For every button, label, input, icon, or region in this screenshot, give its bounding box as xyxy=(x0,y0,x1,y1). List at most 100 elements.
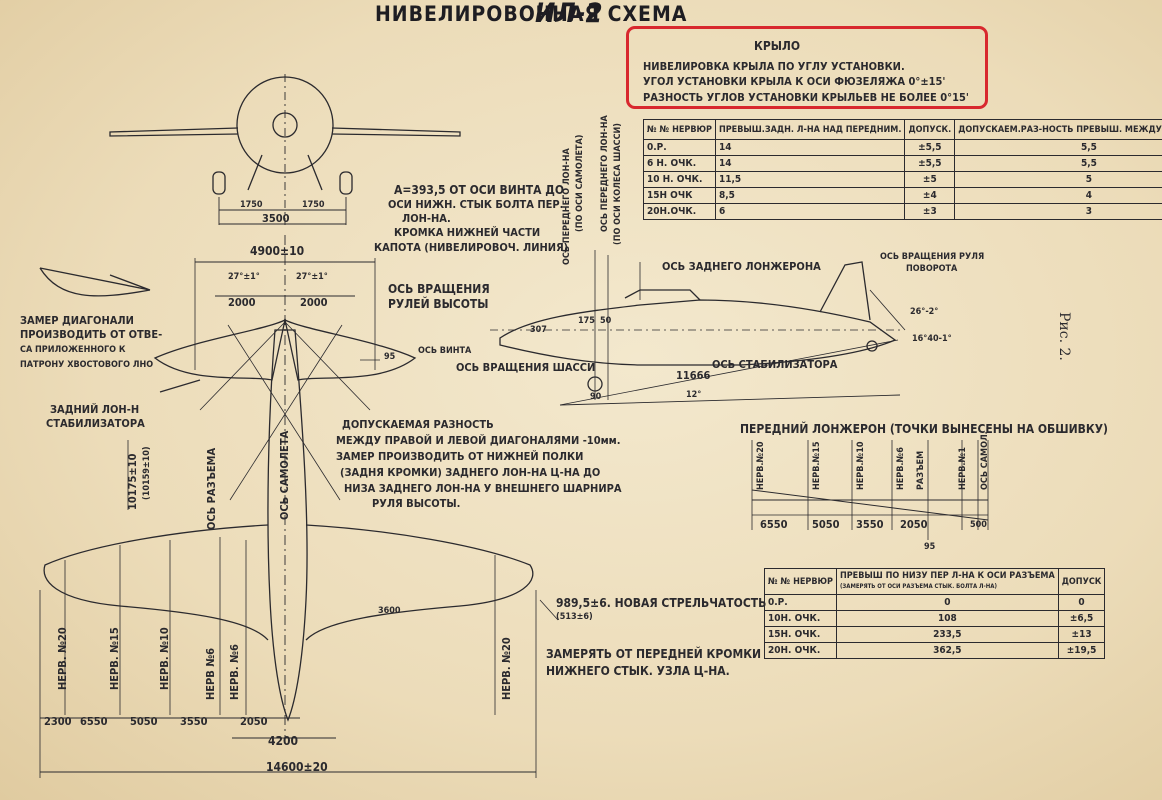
sheet-title: НИВЕЛИРОВОЧНАЯ СХЕМА xyxy=(375,2,688,26)
span-dim-3: 5050 xyxy=(130,715,158,728)
figure-label: Рис. 2. xyxy=(1056,312,1072,361)
table-cell: 5 xyxy=(954,171,1162,188)
spar-dim-1: 6550 xyxy=(760,518,788,531)
side-view-aircraft xyxy=(490,250,906,406)
front-dim-left: 1750 xyxy=(240,200,263,210)
span-dim-2: 6550 xyxy=(80,715,108,728)
table-cell: 6 xyxy=(714,203,906,220)
rib-label-10: НЕРВ. №10 xyxy=(158,627,171,690)
diagonal-note-line-2: ПРОИЗВОДИТЬ ОТ ОТВЕ- xyxy=(20,328,163,341)
dim-50: 50 xyxy=(600,316,612,326)
table-cell: ±5 xyxy=(904,171,956,188)
rear-spar-stab-line-2: СТАБИЛИЗАТОРА xyxy=(46,417,145,430)
elevator-axis-line-1: ОСЬ ВРАЩЕНИЯ xyxy=(388,282,490,296)
table-header-row: № № НЕРВЮР ПРЕВЫШ.ЗАДН. Л-НА НАД ПЕРЕДНИ… xyxy=(643,119,1162,140)
table-cell: ±5,5 xyxy=(904,155,956,172)
table-cell: 0.Р. xyxy=(764,594,837,611)
plan-view-aircraft xyxy=(39,235,559,778)
table-cell: 20Н. ОЧК. xyxy=(764,642,837,659)
table-header-cell: ПРЕВЫШ.ЗАДН. Л-НА НАД ПЕРЕДНИМ. xyxy=(714,119,906,140)
dim-175: 175 xyxy=(578,316,595,326)
front-wheel-axis-sub: (ПО ОСИ КОЛЕСА ШАССИ) xyxy=(613,122,623,245)
table-cell: ±13 xyxy=(1057,626,1106,643)
rib-label-6a: НЕРВ №6 xyxy=(204,647,217,700)
table-cell: 233,5 xyxy=(835,626,1059,643)
dim-95: 95 xyxy=(384,352,396,362)
dim-3600: 3600 xyxy=(378,606,401,616)
diagonal-value: 10175±10 xyxy=(126,453,139,511)
front-dim-total: 3500 xyxy=(262,212,290,225)
spar-dim-95: 95 xyxy=(924,542,936,552)
table-cell: 14 xyxy=(714,155,906,172)
table-cell: ±4 xyxy=(904,187,956,204)
front-spar-elevation xyxy=(751,440,989,540)
spar-rib-15: НЕРВ.№15 xyxy=(812,441,822,491)
prop-axis-label: ОСЬ ВИНТА xyxy=(418,346,472,356)
front-spar-axis-sub: (ПО ОСИ САМОЛЕТА) xyxy=(575,134,585,233)
rudder-axis-line-2: ПОВОРОТА xyxy=(906,264,958,274)
table-cell: 14 xyxy=(714,139,906,156)
tail-angle-right: 27°±1° xyxy=(296,272,328,282)
table-row: 10Н. ОЧК.108±6,5 xyxy=(764,610,1106,627)
wing-note-line-2: УГОЛ УСТАНОВКИ КРЫЛА К ОСИ ФЮЗЕЛЯЖА 0°±1… xyxy=(643,75,946,88)
front-dim-right: 1750 xyxy=(302,200,325,210)
allowed-diff-line-2: МЕЖДУ ПРАВОЙ И ЛЕВОЙ ДИАГОНАЛЯМИ -10мм. xyxy=(336,434,621,447)
spar-rib-6: НЕРВ.№6 xyxy=(896,447,906,490)
aircraft-axis-label: ОСЬ САМОЛЕТА xyxy=(278,430,291,520)
table-cell: 4 xyxy=(954,187,1162,204)
span-dim-4: 3550 xyxy=(180,715,208,728)
joint-axis-label: ОСЬ РАЗЪЕМА xyxy=(205,447,218,530)
rib-elevation-table: № № НЕРВЮР ПРЕВЫШ.ЗАДН. Л-НА НАД ПЕРЕДНИ… xyxy=(643,119,1162,220)
table-cell: 5,5 xyxy=(954,139,1162,156)
table-cell: 10Н. ОЧК. xyxy=(764,610,837,627)
table-header-cell: № № НЕРВЮР xyxy=(643,119,716,140)
spar-elevation-table: № № НЕРВЮР ПРЕВЫШ ПО НИЗУ ПЕР Л-НА К ОСИ… xyxy=(764,568,1106,659)
table-cell: ±3 xyxy=(904,203,956,220)
spar-heading: ПЕРЕДНИЙ ЛОНЖЕРОН (ТОЧКИ ВЫНЕСЕНЫ НА ОБШ… xyxy=(740,422,1108,436)
stab-axis-label: ОСЬ СТАБИЛИЗАТОРА xyxy=(712,358,838,371)
wing-note-highlight: КРЫЛО НИВЕЛИРОВКА КРЫЛА ПО УГЛУ УСТАНОВК… xyxy=(626,26,988,109)
rudder-axis-line-1: ОСЬ ВРАЩЕНИЯ РУЛЯ xyxy=(880,252,985,262)
gear-axis-label: ОСЬ ВРАЩЕНИЯ ШАССИ xyxy=(456,361,596,374)
table-cell: 362,5 xyxy=(835,642,1059,659)
cowl-line-1: КРОМКА НИЖНЕЙ ЧАСТИ xyxy=(394,226,541,239)
table-cell: 8,5 xyxy=(714,187,906,204)
allowed-diff-line-6: РУЛЯ ВЫСОТЫ. xyxy=(372,497,461,510)
tail-dim-right: 2000 xyxy=(300,296,328,309)
diagonal-note-arrows xyxy=(39,267,201,393)
spar-aircraft-axis: ОСЬ САМОЛ. xyxy=(980,431,990,490)
table-header-subtext: (ЗАМЕРЯТЬ ОТ ОСИ РАЗЪЕМА СТЫК. БОЛТА Л-Н… xyxy=(839,583,997,590)
wing-note-line-3: РАЗНОСТЬ УГЛОВ УСТАНОВКИ КРЫЛЬЕВ НЕ БОЛЕ… xyxy=(643,91,969,104)
spar-joint: РАЗЪЕМ xyxy=(916,450,926,490)
table-cell: 6 Н. ОЧК. xyxy=(643,155,716,172)
allowed-diff-line-3: ЗАМЕР ПРОИЗВОДИТЬ ОТ НИЖНЕЙ ПОЛКИ xyxy=(336,450,584,463)
elevator-axis-line-2: РУЛЕЙ ВЫСОТЫ xyxy=(388,297,489,311)
table-cell: ±5,5 xyxy=(904,139,956,156)
table-cell: 3 xyxy=(954,203,1162,220)
allowed-diff-line-4: (ЗАДНЯ КРОМКИ) ЗАДНЕГО ЛОН-НА Ц-НА ДО xyxy=(340,466,601,479)
table-cell: 11,5 xyxy=(714,171,906,188)
front-spar-axis-label: ОСЬ ПЕРЕДНЕГО ЛОН-НА xyxy=(562,148,572,265)
angle-label-3: 12° xyxy=(686,390,702,400)
table-header-text: ПРЕВЫШ ПО НИЗУ ПЕР Л-НА К ОСИ РАЗЪЕМА xyxy=(839,571,1055,581)
table-cell: 10 Н. ОЧК. xyxy=(643,171,716,188)
table-header-cell: ДОПУСК. xyxy=(904,119,956,140)
wing-note-line-1: НИВЕЛИРОВКА КРЫЛА ПО УГЛУ УСТАНОВКИ. xyxy=(643,60,905,73)
table-header-cell: ДОПУСК xyxy=(1057,568,1106,595)
new-sweep-line-2: (513±6) xyxy=(556,612,593,622)
angle-label-2: 16°40-1° xyxy=(912,334,952,344)
spar-rib-10: НЕРВ.№10 xyxy=(856,441,866,491)
table-header-cell: ДОПУСКАЕМ.РАЗ-НОСТЬ ПРЕВЫШ. МЕЖДУ КРЫЛЬЯ… xyxy=(954,119,1162,140)
rear-spar-stab-line-1: ЗАДНИЙ ЛОН-Н xyxy=(50,403,140,416)
front-wheel-axis-label: ОСЬ ПЕРЕДНЕГО ЛОН-НА xyxy=(600,115,610,232)
rear-spar-axis-label: ОСЬ ЗАДНЕГО ЛОНЖЕРОНА xyxy=(662,260,821,273)
a-note-line-1: А=393,5 ОТ ОСИ ВИНТА ДО xyxy=(394,183,565,197)
tail-dim-left: 2000 xyxy=(228,296,256,309)
